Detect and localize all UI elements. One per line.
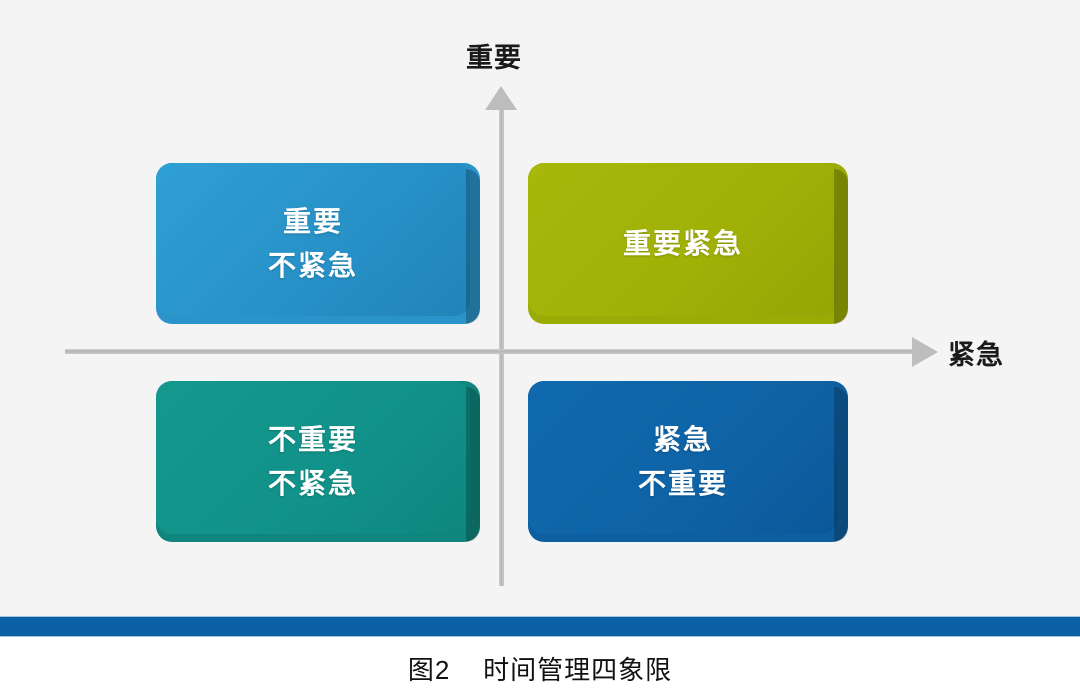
- quadrant-shadow-edge: [466, 169, 480, 324]
- quadrant-urgent-not-important[interactable]: 紧急 不重要: [528, 381, 848, 542]
- quadrant-label: 不重要 不紧急: [268, 418, 358, 505]
- y-axis-line: [499, 104, 504, 586]
- section-divider-bar: [0, 616, 1080, 637]
- quadrant-chart-area: 重要 紧急 重要 不紧急 重要紧急 不重要 不紧急: [65, 43, 1004, 586]
- y-axis-label: 重要: [466, 43, 522, 73]
- quadrant-shadow-edge: [466, 387, 480, 542]
- arrow-right-icon: [912, 337, 938, 367]
- x-axis-label: 紧急: [948, 340, 1004, 370]
- quadrant-label-line2: 不紧急: [267, 467, 358, 499]
- quadrant-label: 重要 不紧急: [268, 200, 358, 287]
- quadrant-important-urgent[interactable]: 重要紧急: [528, 163, 848, 324]
- quadrant-important-not-urgent[interactable]: 重要 不紧急: [156, 163, 480, 324]
- quadrant-not-important-not-urgent[interactable]: 不重要 不紧急: [156, 381, 480, 542]
- quadrant-shadow-edge: [834, 169, 848, 324]
- figure-caption-zone: 图2 时间管理四象限: [0, 637, 1080, 699]
- quadrant-label-line1: 重要紧急: [622, 227, 743, 259]
- arrow-up-icon: [485, 86, 517, 110]
- quadrant-label-line2: 不紧急: [267, 249, 358, 281]
- quadrant-label-line1: 重要: [282, 206, 343, 238]
- quadrant-label-line1: 不重要: [267, 424, 358, 456]
- quadrant-label-line2: 不重要: [637, 467, 728, 499]
- figure-caption: 图2 时间管理四象限: [407, 654, 673, 685]
- x-axis-line: [65, 349, 915, 354]
- quadrant-label-line1: 紧急: [652, 424, 713, 456]
- quadrant-label: 重要紧急: [623, 222, 743, 265]
- quadrant-shadow-edge: [834, 387, 848, 542]
- quadrant-label: 紧急 不重要: [638, 418, 728, 505]
